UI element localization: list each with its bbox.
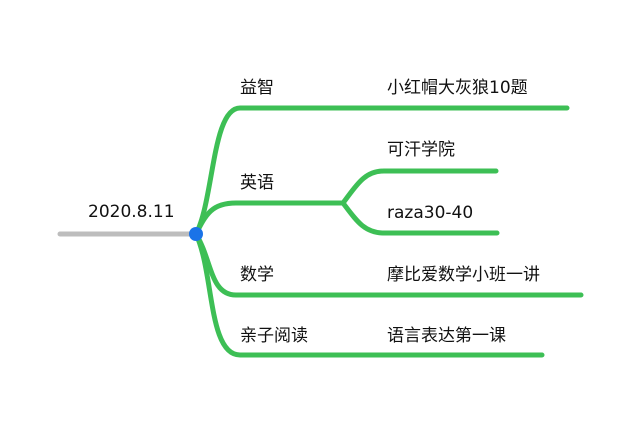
branch-topic-shuxue[interactable]: 数学: [240, 265, 274, 285]
leaf-topic-xiaohongmao[interactable]: 小红帽大灰狼10题: [387, 78, 528, 98]
connector-branch-qinziyuedu: [193, 231, 545, 358]
connector-leaf-raza: [340, 200, 500, 236]
branch-topic-yizhi[interactable]: 益智: [240, 78, 274, 98]
root-node-dot[interactable]: [189, 227, 203, 241]
leaf-topic-raza[interactable]: raza30-40: [387, 203, 474, 223]
leaf-topic-yuyanbiaoda[interactable]: 语言表达第一课: [387, 326, 506, 346]
branch-topic-yingyu[interactable]: 英语: [240, 173, 274, 193]
leaf-topic-mobiai[interactable]: 摩比爱数学小班一讲: [387, 265, 540, 285]
root-topic[interactable]: 2020.8.11: [88, 202, 175, 222]
connector-leaf-kehanxueyuan: [340, 168, 499, 206]
branch-topic-qinziyuedu[interactable]: 亲子阅读: [240, 326, 308, 346]
connector-branch-yingyu: [193, 200, 346, 237]
leaf-topic-kehanxueyuan[interactable]: 可汗学院: [387, 140, 455, 160]
